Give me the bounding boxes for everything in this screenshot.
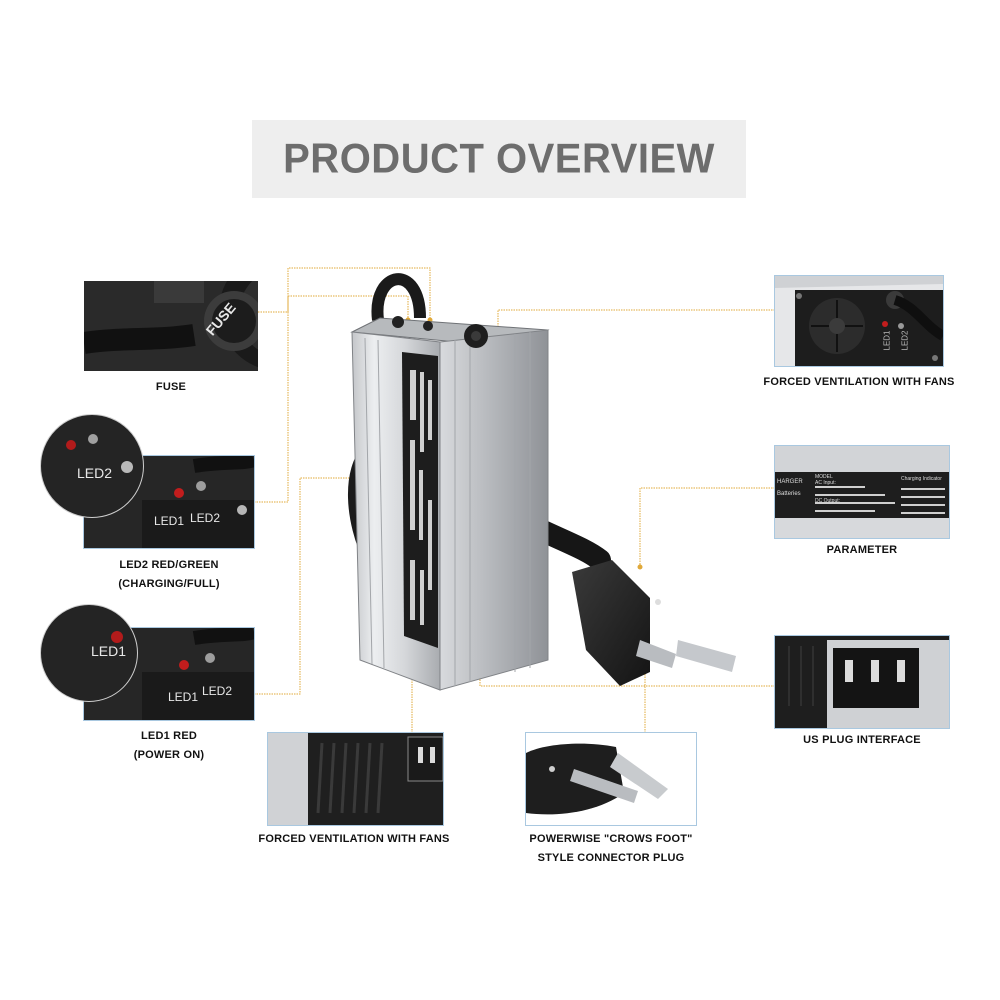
- parameter-label-dc-output: DC Output:: [815, 498, 841, 504]
- parameter-label-model: MODEL: [815, 474, 833, 480]
- parameter-thumbnail: HARGER MODEL Batteries AC Input: DC Outp…: [774, 445, 950, 539]
- led2-magnifier: LED2: [40, 414, 144, 518]
- connector-caption-line1: POWERWISE "CROWS FOOT": [529, 833, 693, 845]
- fans-top-thumb-label-led1: LED1: [882, 330, 892, 351]
- led2-caption-line2: (CHARGING/FULL): [118, 578, 220, 590]
- connector-thumbnail: [525, 732, 697, 826]
- led2-thumb-label-led2: LED2: [190, 511, 221, 525]
- led1-magnifier: LED1: [40, 604, 138, 702]
- parameter-callout-line: [639, 487, 775, 566]
- led2-thumb-label-led1: LED1: [154, 514, 185, 528]
- led1-caption: LED1 RED (POWER ON): [84, 727, 254, 765]
- us-plug-caption: US PLUG INTERFACE: [803, 734, 921, 746]
- parameter-label-batteries: Batteries: [777, 491, 801, 497]
- fans-top-thumb-label-led2: LED2: [900, 330, 910, 351]
- led2-callout-line: [254, 295, 409, 503]
- fans-top-callout-line: [497, 309, 775, 328]
- led2-magnifier-label: LED2: [77, 465, 113, 481]
- connector-caption-line2: STYLE CONNECTOR PLUG: [537, 852, 685, 864]
- led1-thumb-label-led2: LED2: [202, 684, 233, 698]
- page-title: PRODUCT OVERVIEW: [283, 135, 715, 182]
- fuse-caption: FUSE: [155, 381, 187, 393]
- parameter-label-indicator: Charging Indicator: [901, 476, 942, 482]
- fuse-thumbnail: FUSE: [84, 281, 258, 371]
- parameter-label-ac-input: AC Input:: [815, 480, 836, 486]
- led1-caption-line2: (POWER ON): [133, 749, 205, 761]
- fans-top-thumbnail: LED1 LED2: [774, 275, 944, 367]
- fuse-callout-line: [258, 267, 431, 318]
- led2-caption: LED2 RED/GREEN (CHARGING/FULL): [84, 556, 254, 594]
- led1-thumb-label-led1: LED1: [168, 690, 199, 704]
- parameter-caption: PARAMETER: [826, 544, 898, 556]
- fans-bottom-thumbnail: [267, 732, 444, 826]
- title-banner: PRODUCT OVERVIEW: [252, 120, 746, 198]
- fans-top-caption: FORCED VENTILATION WITH FANS: [763, 376, 955, 388]
- fans-bottom-caption: FORCED VENTILATION WITH FANS: [258, 833, 450, 845]
- led1-caption-line1: LED1 RED: [141, 730, 197, 742]
- parameter-label-charger: HARGER: [777, 479, 803, 485]
- connector-caption: POWERWISE "CROWS FOOT" STYLE CONNECTOR P…: [506, 830, 716, 868]
- us-plug-thumbnail: [774, 635, 950, 729]
- led1-magnifier-label: LED1: [91, 643, 127, 659]
- led2-caption-line1: LED2 RED/GREEN: [119, 559, 219, 571]
